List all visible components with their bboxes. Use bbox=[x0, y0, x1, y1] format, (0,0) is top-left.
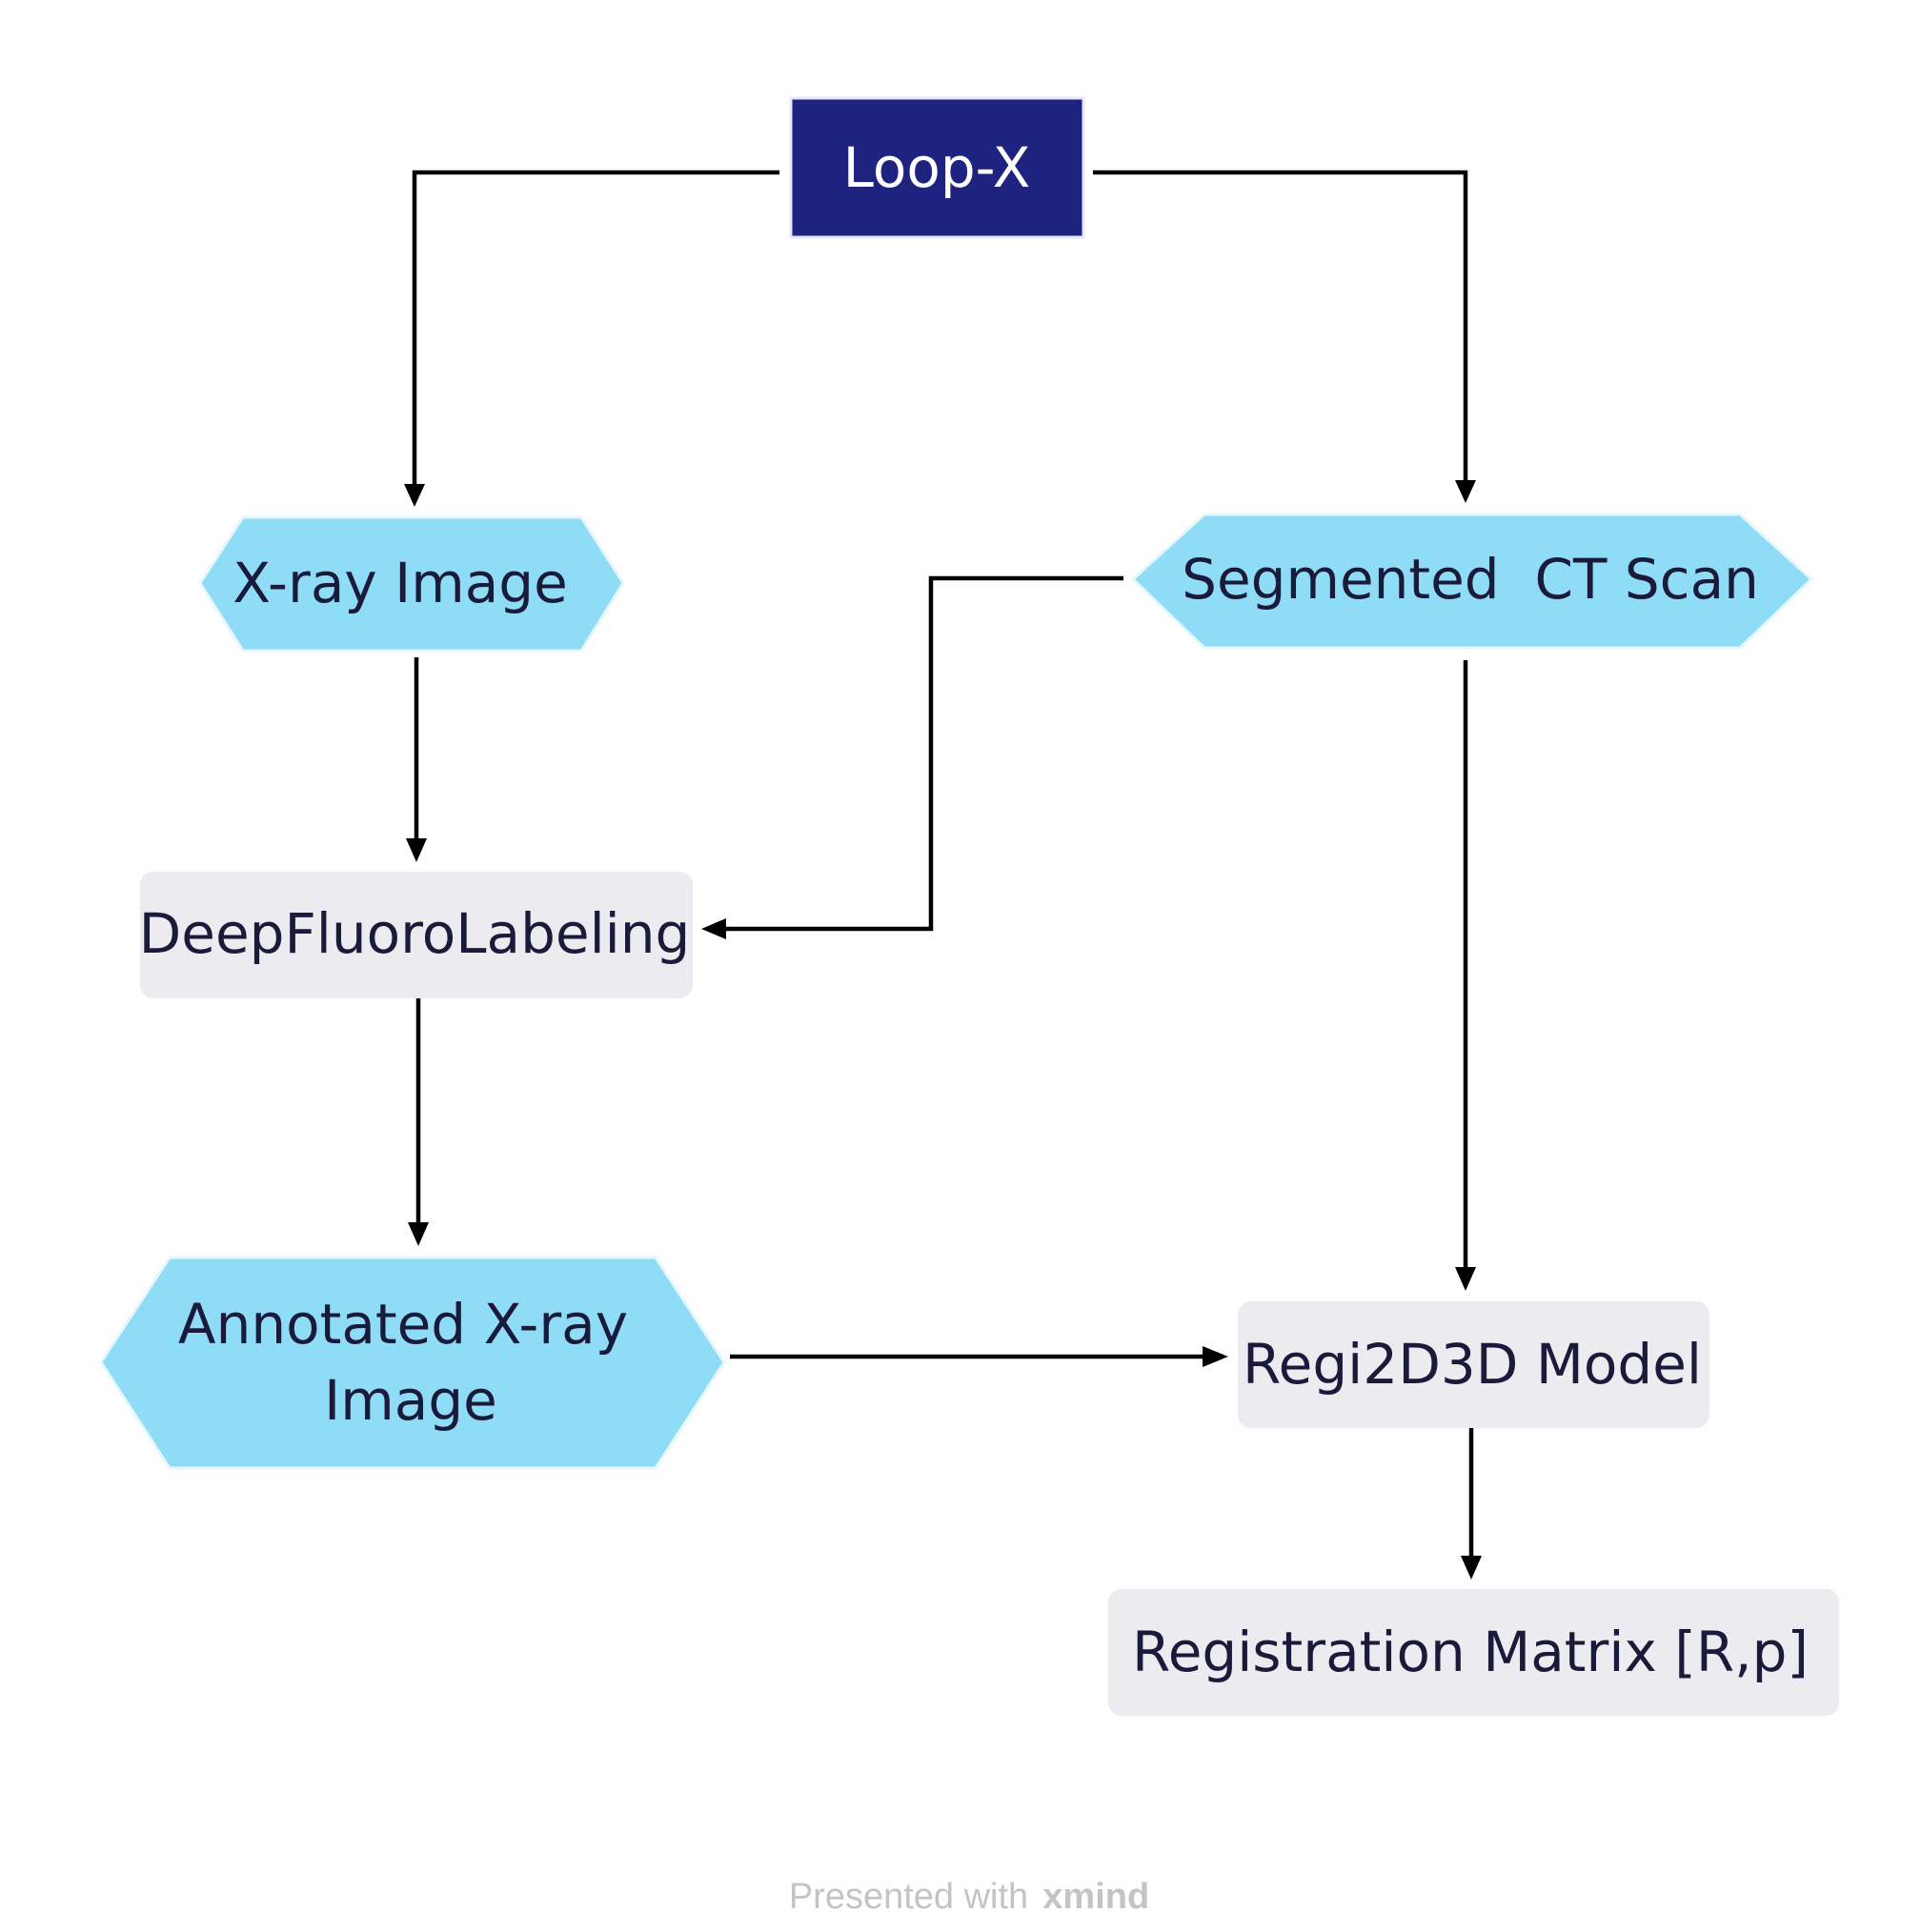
node-regi2d3d-shape bbox=[1238, 1301, 1709, 1428]
node-regi2d3d-label: Regi2D3D Model bbox=[1243, 1332, 1702, 1397]
edge-loopx-to-xray bbox=[412, 170, 779, 488]
arrowhead-regi-side bbox=[1203, 1346, 1228, 1367]
connectors bbox=[404, 170, 1482, 1580]
edge-ct-to-deepfluoro bbox=[720, 575, 1123, 932]
node-registration-matrix-shape bbox=[1108, 1589, 1839, 1716]
node-registration-matrix-label: Registration Matrix [R,p] bbox=[1132, 1620, 1809, 1684]
node-annotated-xray-shape bbox=[99, 1256, 726, 1470]
footer-prefix: Presented with bbox=[789, 1877, 1028, 1917]
node-segmented-ct[interactable]: Segmented CT Scan bbox=[1130, 513, 1814, 650]
arrowhead-regi-top bbox=[1455, 1267, 1476, 1291]
node-registration-matrix[interactable]: Registration Matrix [R,p] bbox=[1108, 1589, 1839, 1716]
node-annotated-xray-label-line1: Annotated X-ray bbox=[178, 1292, 628, 1357]
node-segmented-ct-label: Segmented CT Scan bbox=[1182, 547, 1759, 612]
node-xray-image[interactable]: X-ray Image bbox=[198, 515, 625, 653]
footer-text: Presented with xmind bbox=[789, 1877, 1149, 1917]
arrowhead-matrix bbox=[1461, 1556, 1482, 1580]
arrowhead-deepfluoro-side bbox=[701, 918, 726, 939]
footer-brand-xmind: xmind bbox=[1042, 1877, 1149, 1917]
arrowhead-xray-image bbox=[404, 484, 425, 507]
node-segmented-ct-shape bbox=[1130, 513, 1814, 650]
node-deepfluoro[interactable]: DeepFluoroLabeling bbox=[139, 872, 693, 998]
node-deepfluoro-label: DeepFluoroLabeling bbox=[139, 901, 691, 966]
node-annotated-xray-label-line2: Image bbox=[324, 1368, 497, 1433]
node-regi2d3d[interactable]: Regi2D3D Model bbox=[1238, 1301, 1709, 1428]
arrowhead-deepfluoro-top bbox=[406, 838, 427, 862]
node-loop-x-label: Loop-X bbox=[843, 135, 1031, 200]
node-loop-x-shape bbox=[789, 96, 1085, 239]
footer-watermark: Presented with xmind bbox=[789, 1877, 1149, 1917]
node-annotated-xray[interactable]: Annotated X-ray Image bbox=[99, 1256, 726, 1470]
node-xray-image-label: X-ray Image bbox=[233, 551, 568, 615]
node-deepfluoro-shape bbox=[140, 872, 693, 998]
node-loop-x[interactable]: Loop-X bbox=[789, 96, 1085, 239]
arrowhead-annotated bbox=[408, 1222, 429, 1246]
node-xray-image-shape bbox=[198, 515, 625, 653]
arrowhead-segmented-ct bbox=[1455, 480, 1476, 503]
edge-loopx-to-ct bbox=[1093, 170, 1468, 484]
